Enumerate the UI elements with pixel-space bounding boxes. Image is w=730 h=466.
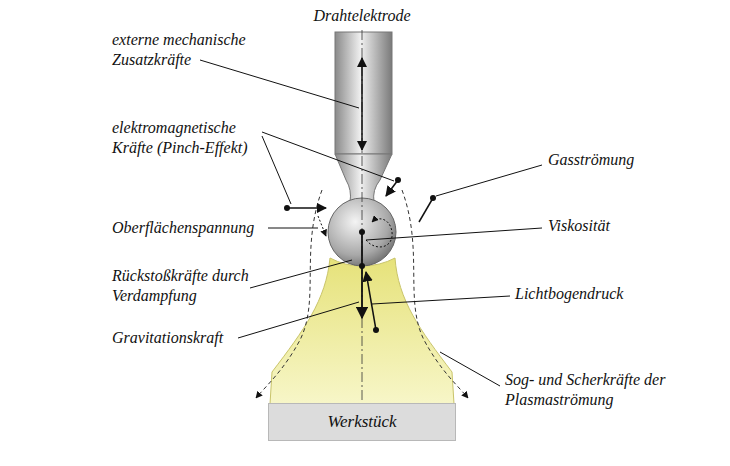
arrow-dot [359,229,365,235]
center-line [362,30,363,402]
pinch-arrow [287,207,326,209]
arrow-dot [359,263,365,269]
surface-tension-arrow [318,216,326,236]
force-label: Lichtbogendruck [515,284,675,304]
force-label: Rückstoßkräfte durch Verdampfung [112,266,282,306]
plasma-flow [402,190,468,398]
arc-pressure-arrow [366,272,376,330]
viscosity-swirl [366,219,392,247]
plasma-flow [256,190,322,398]
force-label: Oberflächenspannung [112,218,282,238]
workpiece-block: Werkstück [268,403,456,441]
force-label: Drahtelektrode [300,6,424,26]
wire-electrode [335,32,392,154]
arrow-dot [373,327,379,333]
force-label: elektromagnetische Kräfte (Pinch-Effekt) [112,118,277,158]
gravity-arrow [361,232,363,318]
arrow-dot [284,205,290,211]
arrow-dot [430,195,436,201]
wire-neck [335,154,392,202]
arrow-dot [395,177,401,183]
force-label: externe mechanische Zusatzkräfte [112,30,277,70]
mechanical-force-arrow [361,58,363,150]
node-text: Werkstück [327,412,396,432]
force-label: Gravitationskraft [112,328,262,348]
force-label: Gasströmung [548,150,698,170]
gas-flow-arrow [419,198,433,222]
force-label: Sog- und Scherkräfte der Plasmaströmung [505,370,685,410]
force-label: Viskosität [548,216,698,236]
